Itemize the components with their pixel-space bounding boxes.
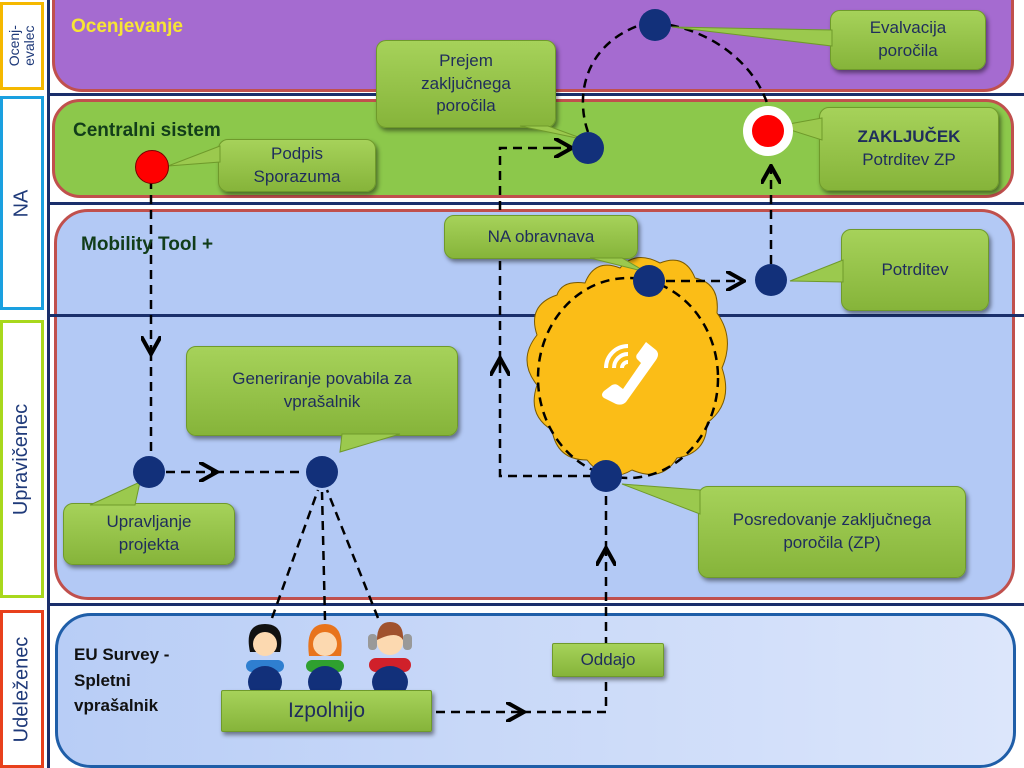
panel-eu-survey: EU Survey - Spletni vprašalnik (55, 613, 1016, 768)
callout-na-obravnava-text: NA obravnava (487, 226, 595, 246)
tail-zakljucek (777, 117, 823, 141)
callout-zakljucek[interactable]: ZAKLJUČEK Potrditev ZP (819, 107, 999, 191)
tail-prejem (519, 125, 587, 141)
tail-evalvacija (671, 26, 833, 47)
callout-zakljucek-sub: Potrditev ZP (862, 150, 956, 169)
panel-eu-survey-title: EU Survey - Spletni vprašalnik (74, 645, 170, 715)
connector-evalvacija-to-zakljucek (669, 23, 772, 114)
lane-label-ocenjevalec: Ocenj- evalec (0, 2, 44, 90)
connector-participant3 (325, 489, 380, 619)
button-oddajo-text: Oddajo (580, 649, 636, 669)
callout-prejem-text: Prejem zaključnega poročila (421, 50, 511, 116)
connector-participant2 (320, 491, 327, 621)
button-izpolnijo[interactable]: Izpolnijo (221, 690, 432, 732)
tail-podpis (167, 145, 221, 167)
lane-divider-4 (47, 603, 1024, 606)
node-upravljanje[interactable] (133, 456, 165, 488)
connector-prejem-to-evalvacija (581, 23, 641, 133)
node-posredovanje[interactable] (590, 460, 622, 492)
end-node-zakljucek[interactable] (743, 106, 793, 156)
callout-potrditev-text: Potrditev (881, 259, 949, 279)
connector-posredovanje-to-prejem (498, 370, 592, 478)
node-evalvacija[interactable] (639, 9, 671, 41)
button-oddajo[interactable]: Oddajo (552, 643, 664, 677)
tail-na-obravnava (589, 257, 647, 273)
callout-upravljanje[interactable]: Upravljanje projekta (63, 503, 235, 565)
callout-upravljanje-text: Upravljanje projekta (106, 512, 192, 554)
start-node-podpis[interactable] (135, 150, 169, 184)
callout-posredovanje[interactable]: Posredovanje zaključnega poročila (ZP) (698, 486, 966, 578)
callout-evalvacija-text: Evalvacija poročila (869, 18, 947, 60)
panel-centralni-title: Centralni sistem (73, 120, 221, 141)
node-na-obravnava[interactable] (633, 265, 665, 297)
button-izpolnijo-text: Izpolnijo (287, 698, 366, 722)
node-prejem[interactable] (572, 132, 604, 164)
lane-divider-vertical (47, 0, 50, 768)
lane-label-upravicenec: Upravičenec (0, 320, 44, 598)
callout-potrditev[interactable]: Potrditev (841, 229, 989, 311)
callout-zakljucek-title: ZAKLJUČEK (857, 127, 961, 147)
node-potrditev[interactable] (755, 264, 787, 296)
callout-generiranje-text: Generiranje povabila za vprašalnik (232, 369, 412, 411)
lane-label-udelezenec: Udeleženec (0, 610, 44, 768)
callout-podpis-text: Podpis Sporazuma (253, 143, 341, 186)
connector-cloud-loop (536, 276, 720, 480)
panel-mobility-title: Mobility Tool + (81, 234, 214, 255)
lane-divider-2 (47, 202, 1024, 205)
lane-label-na: NA (0, 96, 44, 310)
callout-posredovanje-text: Posredovanje zaključnega poročila (ZP) (732, 510, 932, 552)
phone-icon (588, 332, 668, 412)
callout-prejem[interactable]: Prejem zaključnega poročila (376, 40, 556, 128)
connector-participant1 (270, 489, 320, 619)
cloud-shape (526, 257, 728, 477)
callout-generiranje[interactable]: Generiranje povabila za vprašalnik (186, 346, 458, 436)
tail-upravljanje (89, 481, 141, 506)
panel-ocenjevanje-title: Ocenjevanje (71, 16, 183, 37)
tail-generiranje (339, 433, 401, 453)
callout-podpis[interactable]: Podpis Sporazuma (218, 139, 376, 192)
callout-evalvacija[interactable]: Evalvacija poročila (830, 10, 986, 70)
node-generiranje[interactable] (306, 456, 338, 488)
tail-potrditev (789, 259, 844, 283)
callout-na-obravnava[interactable]: NA obravnava (444, 215, 638, 259)
tail-posredovanje (621, 483, 701, 515)
